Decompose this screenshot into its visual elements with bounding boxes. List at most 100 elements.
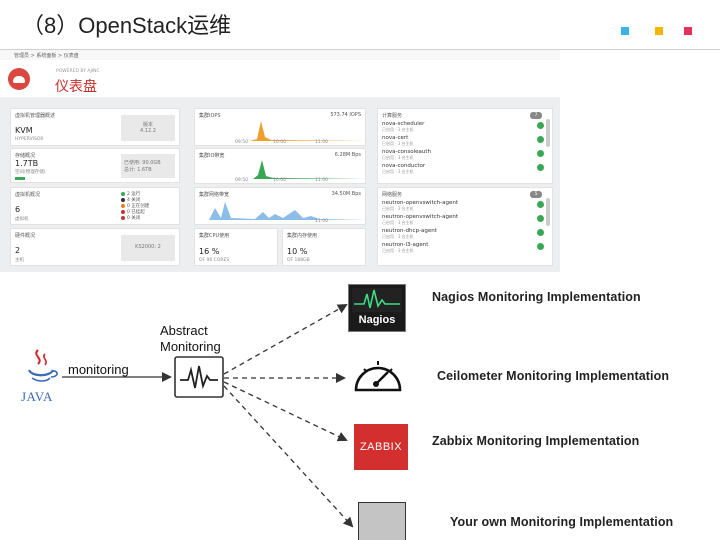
- axis-tick: 09:50: [235, 140, 248, 145]
- card-value: 16 %: [199, 247, 220, 256]
- card-sub: HYPERVISOR: [15, 137, 44, 142]
- abstract-label-line: Monitoring: [160, 339, 221, 354]
- service-name: neutron-openvswitch-agent: [382, 200, 459, 206]
- arrow-to-zabbix: [223, 381, 348, 442]
- net-area: [195, 202, 367, 220]
- target-label-own: Your own Monitoring Implementation: [450, 515, 674, 529]
- card-value: 1.7TB: [15, 159, 39, 168]
- net-sparkline: [195, 202, 367, 220]
- card-cpu: 集群CPU使用 16 % OF 96 CORES: [194, 228, 278, 266]
- card-vm: 虚拟机概况 6 虚拟机 2 运行 4 关闭 0 正在创建 0 已挂起 0 关闭: [10, 187, 180, 225]
- status-ok-icon: [537, 229, 544, 236]
- dashboard-heading: 仪表盘: [55, 79, 97, 95]
- service-name: nova-conductor: [382, 163, 426, 169]
- abstract-monitoring-box: [174, 356, 224, 398]
- vm-legend-item: 2 运行: [121, 191, 140, 197]
- vm-legend-item: 0 已挂起: [121, 209, 145, 215]
- card-readout: 6.28M Bps: [334, 152, 361, 158]
- dashboard-header: POWERED BY AJINC 仪表盘: [0, 60, 560, 97]
- status-ok-icon: [537, 150, 544, 157]
- nagios-icon-text: Nagios: [358, 314, 396, 326]
- target-label-nagios: Nagios Monitoring Implementation: [432, 290, 641, 304]
- card-info-box: 版本 4.12.2: [121, 115, 175, 141]
- nagios-wave-icon: [352, 288, 402, 312]
- service-name: nova-cert: [382, 135, 409, 141]
- arrow-to-own: [223, 385, 354, 528]
- card-title: 集群CPU使用: [199, 233, 230, 239]
- service-sub: 已启用 · 3 台主机: [382, 141, 414, 146]
- dashboard-powered-by: POWERED BY AJINC: [56, 69, 100, 74]
- vm-legend-item: 4 关闭: [121, 197, 140, 203]
- box-line: 总计: 1.6TB: [124, 167, 152, 173]
- card-readout: 34.50M Bps: [331, 191, 361, 197]
- card-title: 计算服务: [382, 113, 403, 119]
- service-name: nova-scheduler: [382, 121, 425, 127]
- target-label-zabbix: Zabbix Monitoring Implementation: [432, 434, 640, 448]
- status-ok-icon: [537, 164, 544, 171]
- service-sub: 已启用 · 3 台主机: [382, 155, 414, 160]
- box-line: 版本: [142, 122, 153, 128]
- vm-legend-text: 0 正在创建: [127, 204, 150, 209]
- service-scrollbar[interactable]: [546, 119, 550, 147]
- card-net: 集群网络带宽 34.50M Bps 11:00: [194, 187, 367, 225]
- card-title: 网络服务: [382, 192, 403, 198]
- service-name: nova-consoleauth: [382, 149, 431, 155]
- card-sub: 空间(物理存储): [15, 170, 46, 175]
- title-divider: [0, 49, 720, 50]
- dashboard-breadcrumb: 管理员 > 系统面板 > 仪表盘: [14, 53, 79, 59]
- axis-tick: 11:00: [315, 140, 328, 145]
- card-sub: 主机: [15, 258, 24, 263]
- gauge-icon: [354, 361, 402, 392]
- axis-tick: 11:00: [315, 219, 328, 224]
- service-sub: 已启用 · 3 台主机: [382, 127, 414, 132]
- status-ok-icon: [537, 201, 544, 208]
- own-implementation-box: [358, 502, 406, 540]
- legend-dot: [121, 197, 125, 202]
- card-io: 集群IO带宽 6.28M Bps 09:50 10:00 11:00: [194, 148, 367, 184]
- service-sub: 已启用 · 3 台主机: [382, 234, 414, 239]
- arrow-to-nagios: [223, 304, 348, 375]
- abstract-label-line: Abstract: [160, 323, 208, 338]
- service-sub: 已启用 · 3 台主机: [382, 206, 414, 211]
- edge-label-monitoring: monitoring: [68, 362, 129, 377]
- waveform-icon: [180, 365, 218, 390]
- abstract-monitoring-label: Abstract Monitoring: [160, 323, 221, 355]
- service-name: neutron-l3-agent: [382, 242, 429, 248]
- card-title: 集群网络带宽: [199, 192, 230, 198]
- vm-legend-text: 0 关闭: [127, 216, 141, 221]
- dashboard-logo-icon: [8, 68, 30, 90]
- java-label: JAVA: [21, 389, 53, 404]
- vm-legend-item: 0 正在创建: [121, 203, 149, 209]
- service-scrollbar[interactable]: [546, 198, 550, 226]
- legend-dot: [121, 191, 125, 196]
- vm-legend-text: 2 运行: [127, 192, 141, 197]
- target-label-ceilometer: Ceilometer Monitoring Implementation: [437, 369, 670, 383]
- card-title: 虚拟机概况: [15, 192, 41, 198]
- axis-tick: 11:00: [315, 178, 328, 183]
- vm-legend-text: 0 已挂起: [127, 210, 145, 215]
- card-storage: 存储概况 1.7TB 空间(物理存储) 已使用: 90.0GB 总计: 1.6T…: [10, 148, 180, 183]
- accent-square-yellow: [655, 27, 663, 35]
- card-iops: 集群IOPS 573.74 IOPS 09:50 10:00 11:00: [194, 108, 367, 146]
- box-line: 已使用: 90.0GB: [124, 160, 161, 166]
- card-sub: OF 188GB: [287, 258, 310, 263]
- status-ok-icon: [537, 215, 544, 222]
- nagios-icon: Nagios: [348, 284, 406, 332]
- service-name: neutron-openvswitch-agent: [382, 214, 459, 220]
- card-value: 2: [15, 246, 21, 255]
- card-title: 集群内存使用: [287, 233, 318, 239]
- service-sub: 已启用 · 3 台主机: [382, 220, 414, 225]
- card-info-box: KS2000: 2: [121, 235, 175, 261]
- service-name: neutron-dhcp-agent: [382, 228, 437, 234]
- card-title: 硬件概况: [15, 233, 36, 239]
- java-icon: [27, 349, 58, 382]
- legend-dot: [121, 203, 125, 208]
